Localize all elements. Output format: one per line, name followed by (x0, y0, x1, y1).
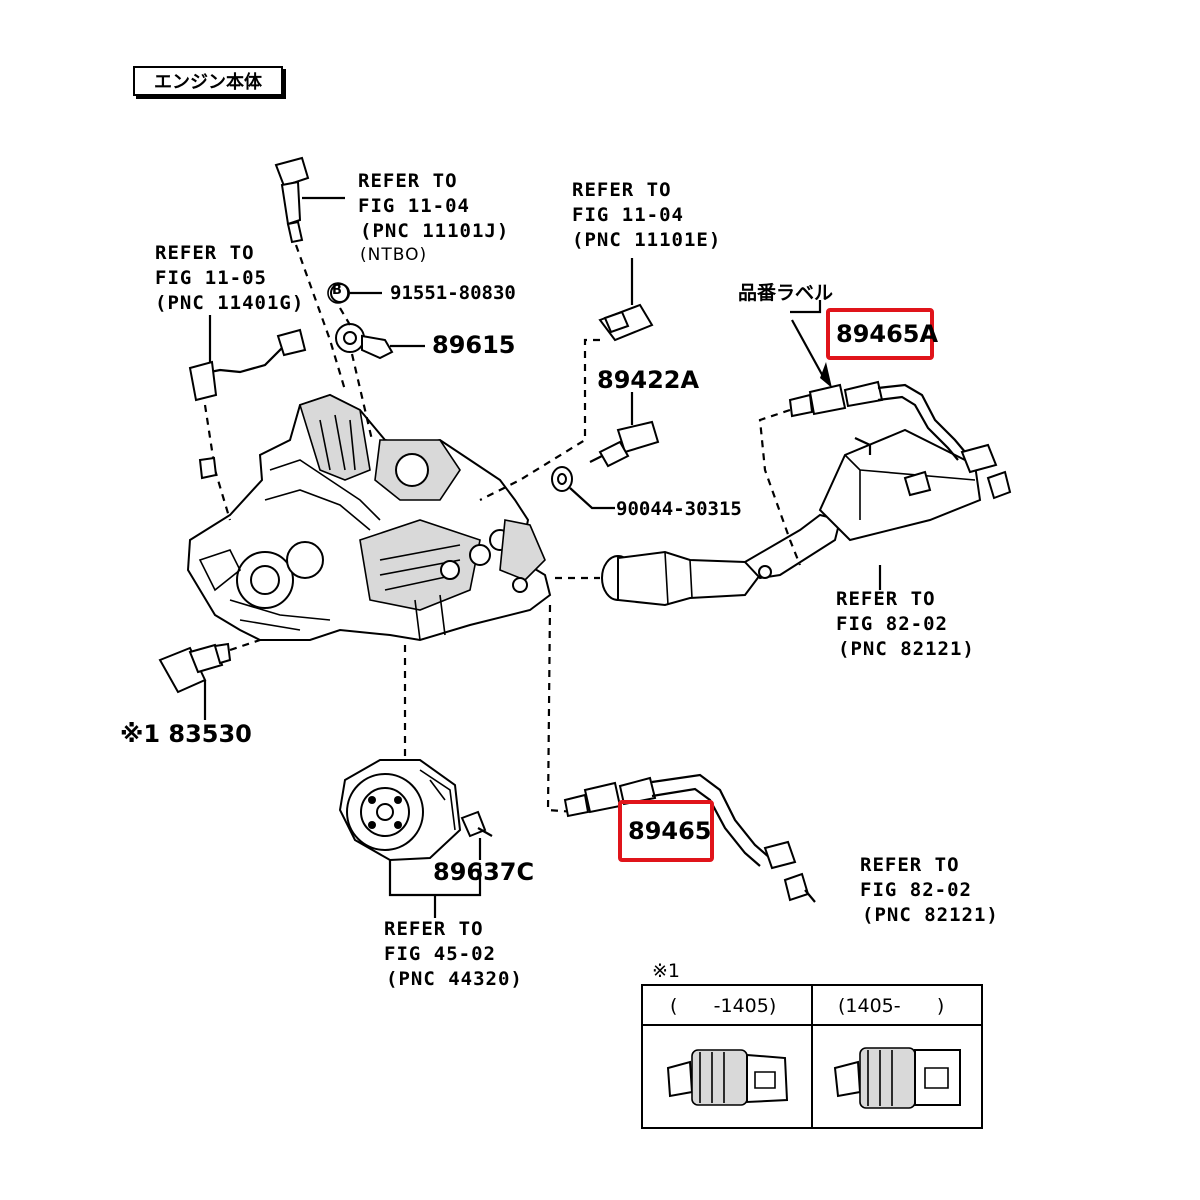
circle-b-marker: B (332, 283, 342, 298)
refer-fig-label: FIG 82-02 (836, 613, 948, 635)
part-number-89422a: 89422A (597, 366, 700, 394)
refer-to-label: REFER TO (155, 242, 255, 264)
washer-90044 (551, 466, 615, 510)
o2-sensor-lower (546, 604, 816, 903)
part-number-90044: 90044-30315 (616, 498, 742, 520)
circle-b-ring (327, 282, 349, 304)
part-number-89465a: 89465A (836, 320, 939, 348)
engine-block (186, 393, 552, 642)
refer-to-label: REFER TO (358, 170, 458, 192)
inset-table (641, 984, 983, 1129)
part-number-89615: 89615 (432, 331, 516, 359)
refer-fig-label: FIG 82-02 (860, 879, 972, 901)
part-number-83530: ※1 83530 (120, 720, 252, 748)
refer-pnc-label: (PNC 44320) (386, 968, 523, 990)
highlight-box-89465a (826, 308, 934, 360)
cam-sensor-top (274, 156, 347, 391)
pressure-switch-83530 (158, 638, 261, 720)
highlight-box-89465 (618, 800, 714, 862)
refer-fig-label: FIG 45-02 (384, 943, 496, 965)
refer-pnc-label: (PNC 11401G) (155, 292, 305, 314)
part-number-91551: 91551-80830 (390, 282, 516, 304)
steering-pump (338, 645, 493, 918)
refer-to-label: REFER TO (384, 918, 484, 940)
refer-fig-label: FIG 11-04 (572, 204, 684, 226)
refer-fig-label: FIG 11-05 (155, 267, 267, 289)
inset-note: ※1 (652, 960, 681, 982)
refer-pnc-label: (PNC 11101E) (572, 229, 722, 251)
temp-sensor-89422a (589, 392, 660, 468)
refer-fig-label: FIG 11-04 (358, 195, 470, 217)
refer-to-label: REFER TO (572, 179, 672, 201)
refer-to-label: REFER TO (860, 854, 960, 876)
section-title: エンジン本体 (133, 66, 283, 96)
refer-pnc-label: (PNC 11101J) (360, 220, 510, 242)
inset-col-right: (1405- ) (838, 995, 945, 1017)
part-label-tag: 品番ラベル (738, 282, 834, 304)
o2-sensor-upper (758, 300, 1012, 566)
knock-sensor (330, 283, 425, 441)
part-number-89637c: 89637C (433, 858, 535, 886)
refer-pnc-label: (PNC 82121) (838, 638, 975, 660)
refer-note-label: (NTBO) (360, 245, 428, 265)
exhaust-system (555, 428, 982, 607)
refer-pnc-label: (PNC 82121) (862, 904, 999, 926)
inset-col-left: ( -1405) (670, 995, 777, 1017)
part-number-89465: 89465 (628, 817, 712, 845)
cam-sensor-right (479, 258, 654, 501)
refer-to-label: REFER TO (836, 588, 936, 610)
crank-sensor-left (188, 315, 307, 521)
